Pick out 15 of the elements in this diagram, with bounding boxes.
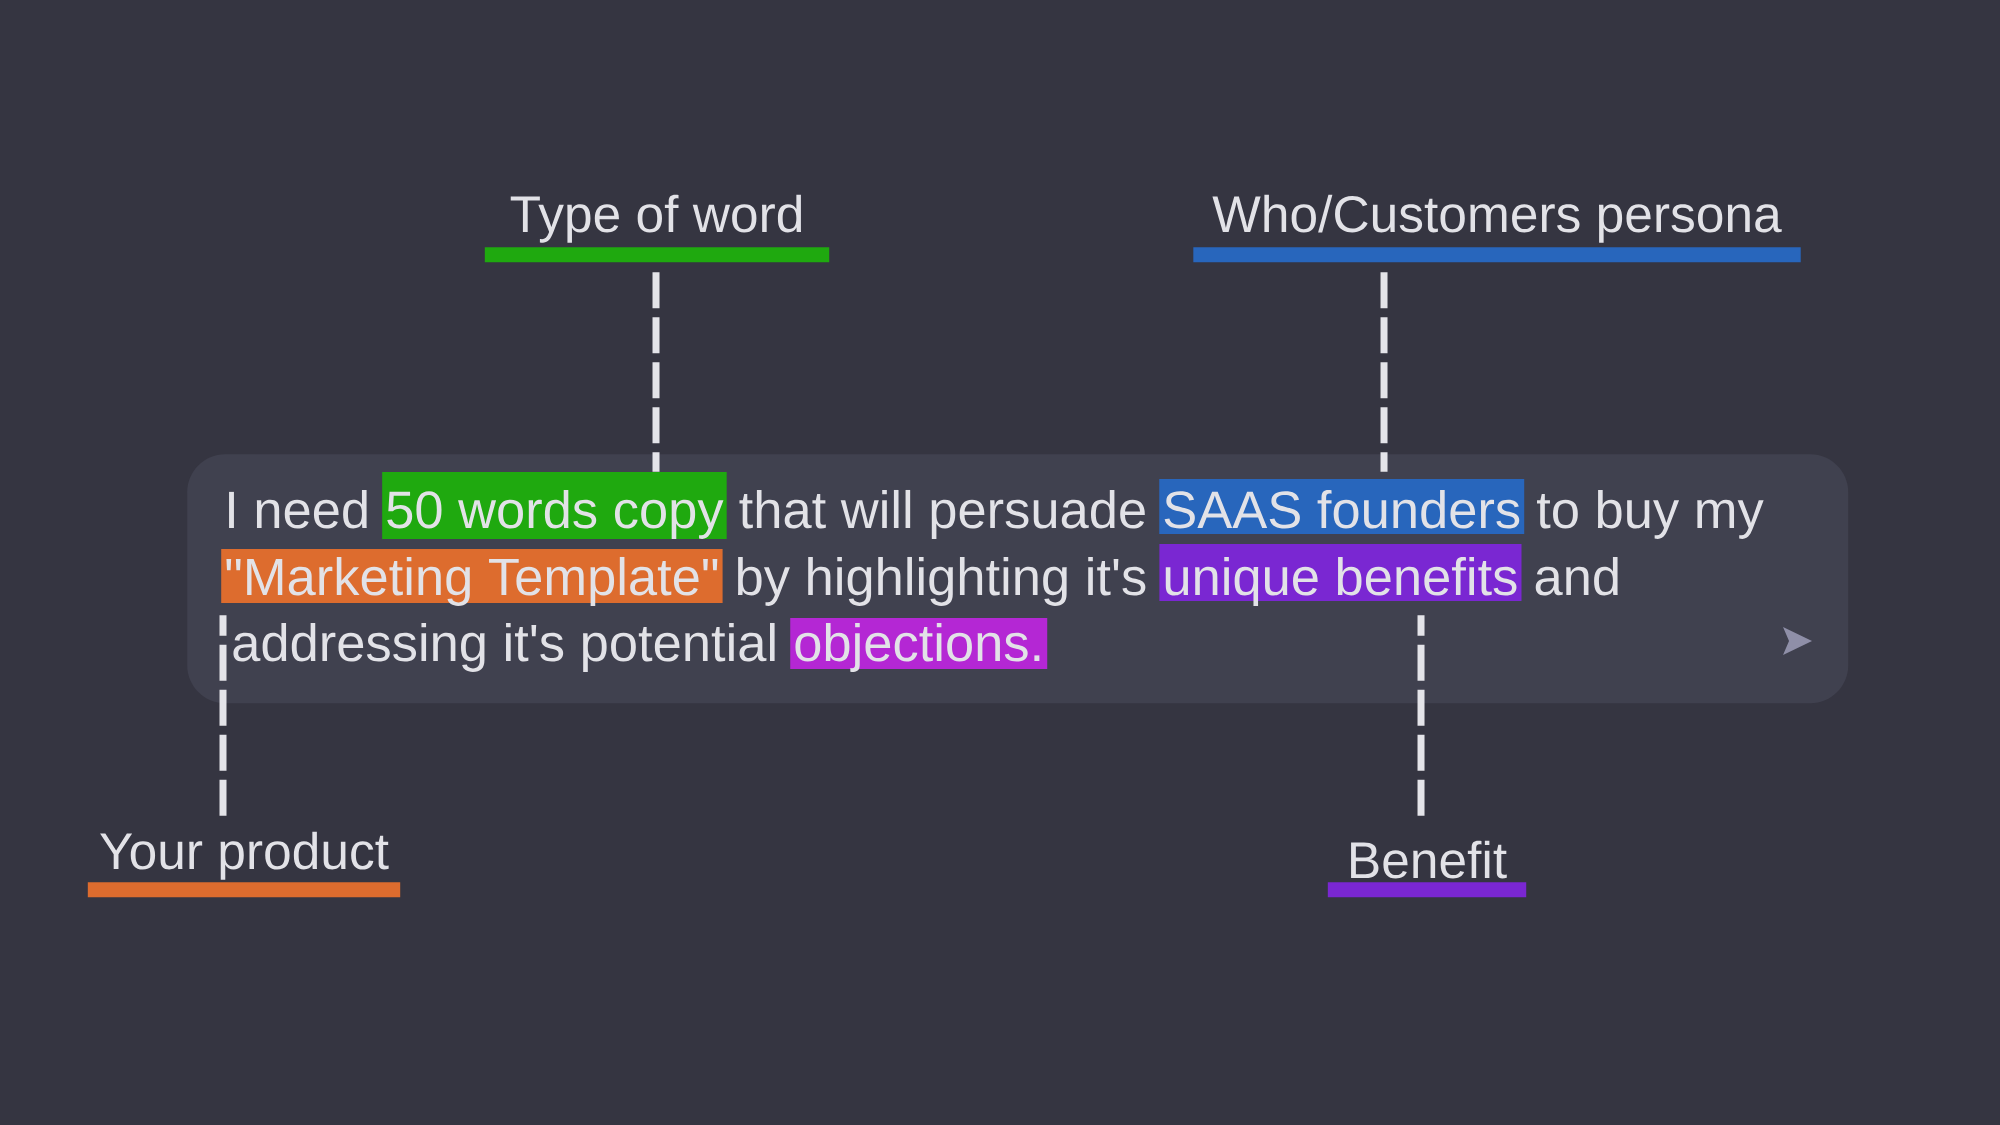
highlighted-text: "Marketing Template" — [221, 549, 723, 606]
highlighted-text: SAAS founders — [1159, 479, 1525, 534]
underlined-label: Your product — [87, 831, 401, 898]
highlighted-text: objections. — [790, 618, 1048, 672]
underlined-label: Who/Customers persona — [1193, 194, 1801, 263]
highlighted-text: 50 words copy — [382, 472, 727, 539]
prompt-text: by highlighting it's — [738, 556, 1146, 606]
prompt-text: addressing it's potential — [233, 622, 775, 672]
prompt-text: to buy my — [1537, 489, 1764, 539]
prompt-text: I need — [229, 489, 367, 529]
highlighted-text: unique benefits — [1159, 544, 1522, 606]
prompt-text: that will persuade — [739, 489, 1145, 539]
underlined-label: Type of word — [484, 194, 830, 263]
underlined-label: Benefit — [1327, 840, 1527, 898]
prompt-text: and — [1535, 556, 1618, 596]
